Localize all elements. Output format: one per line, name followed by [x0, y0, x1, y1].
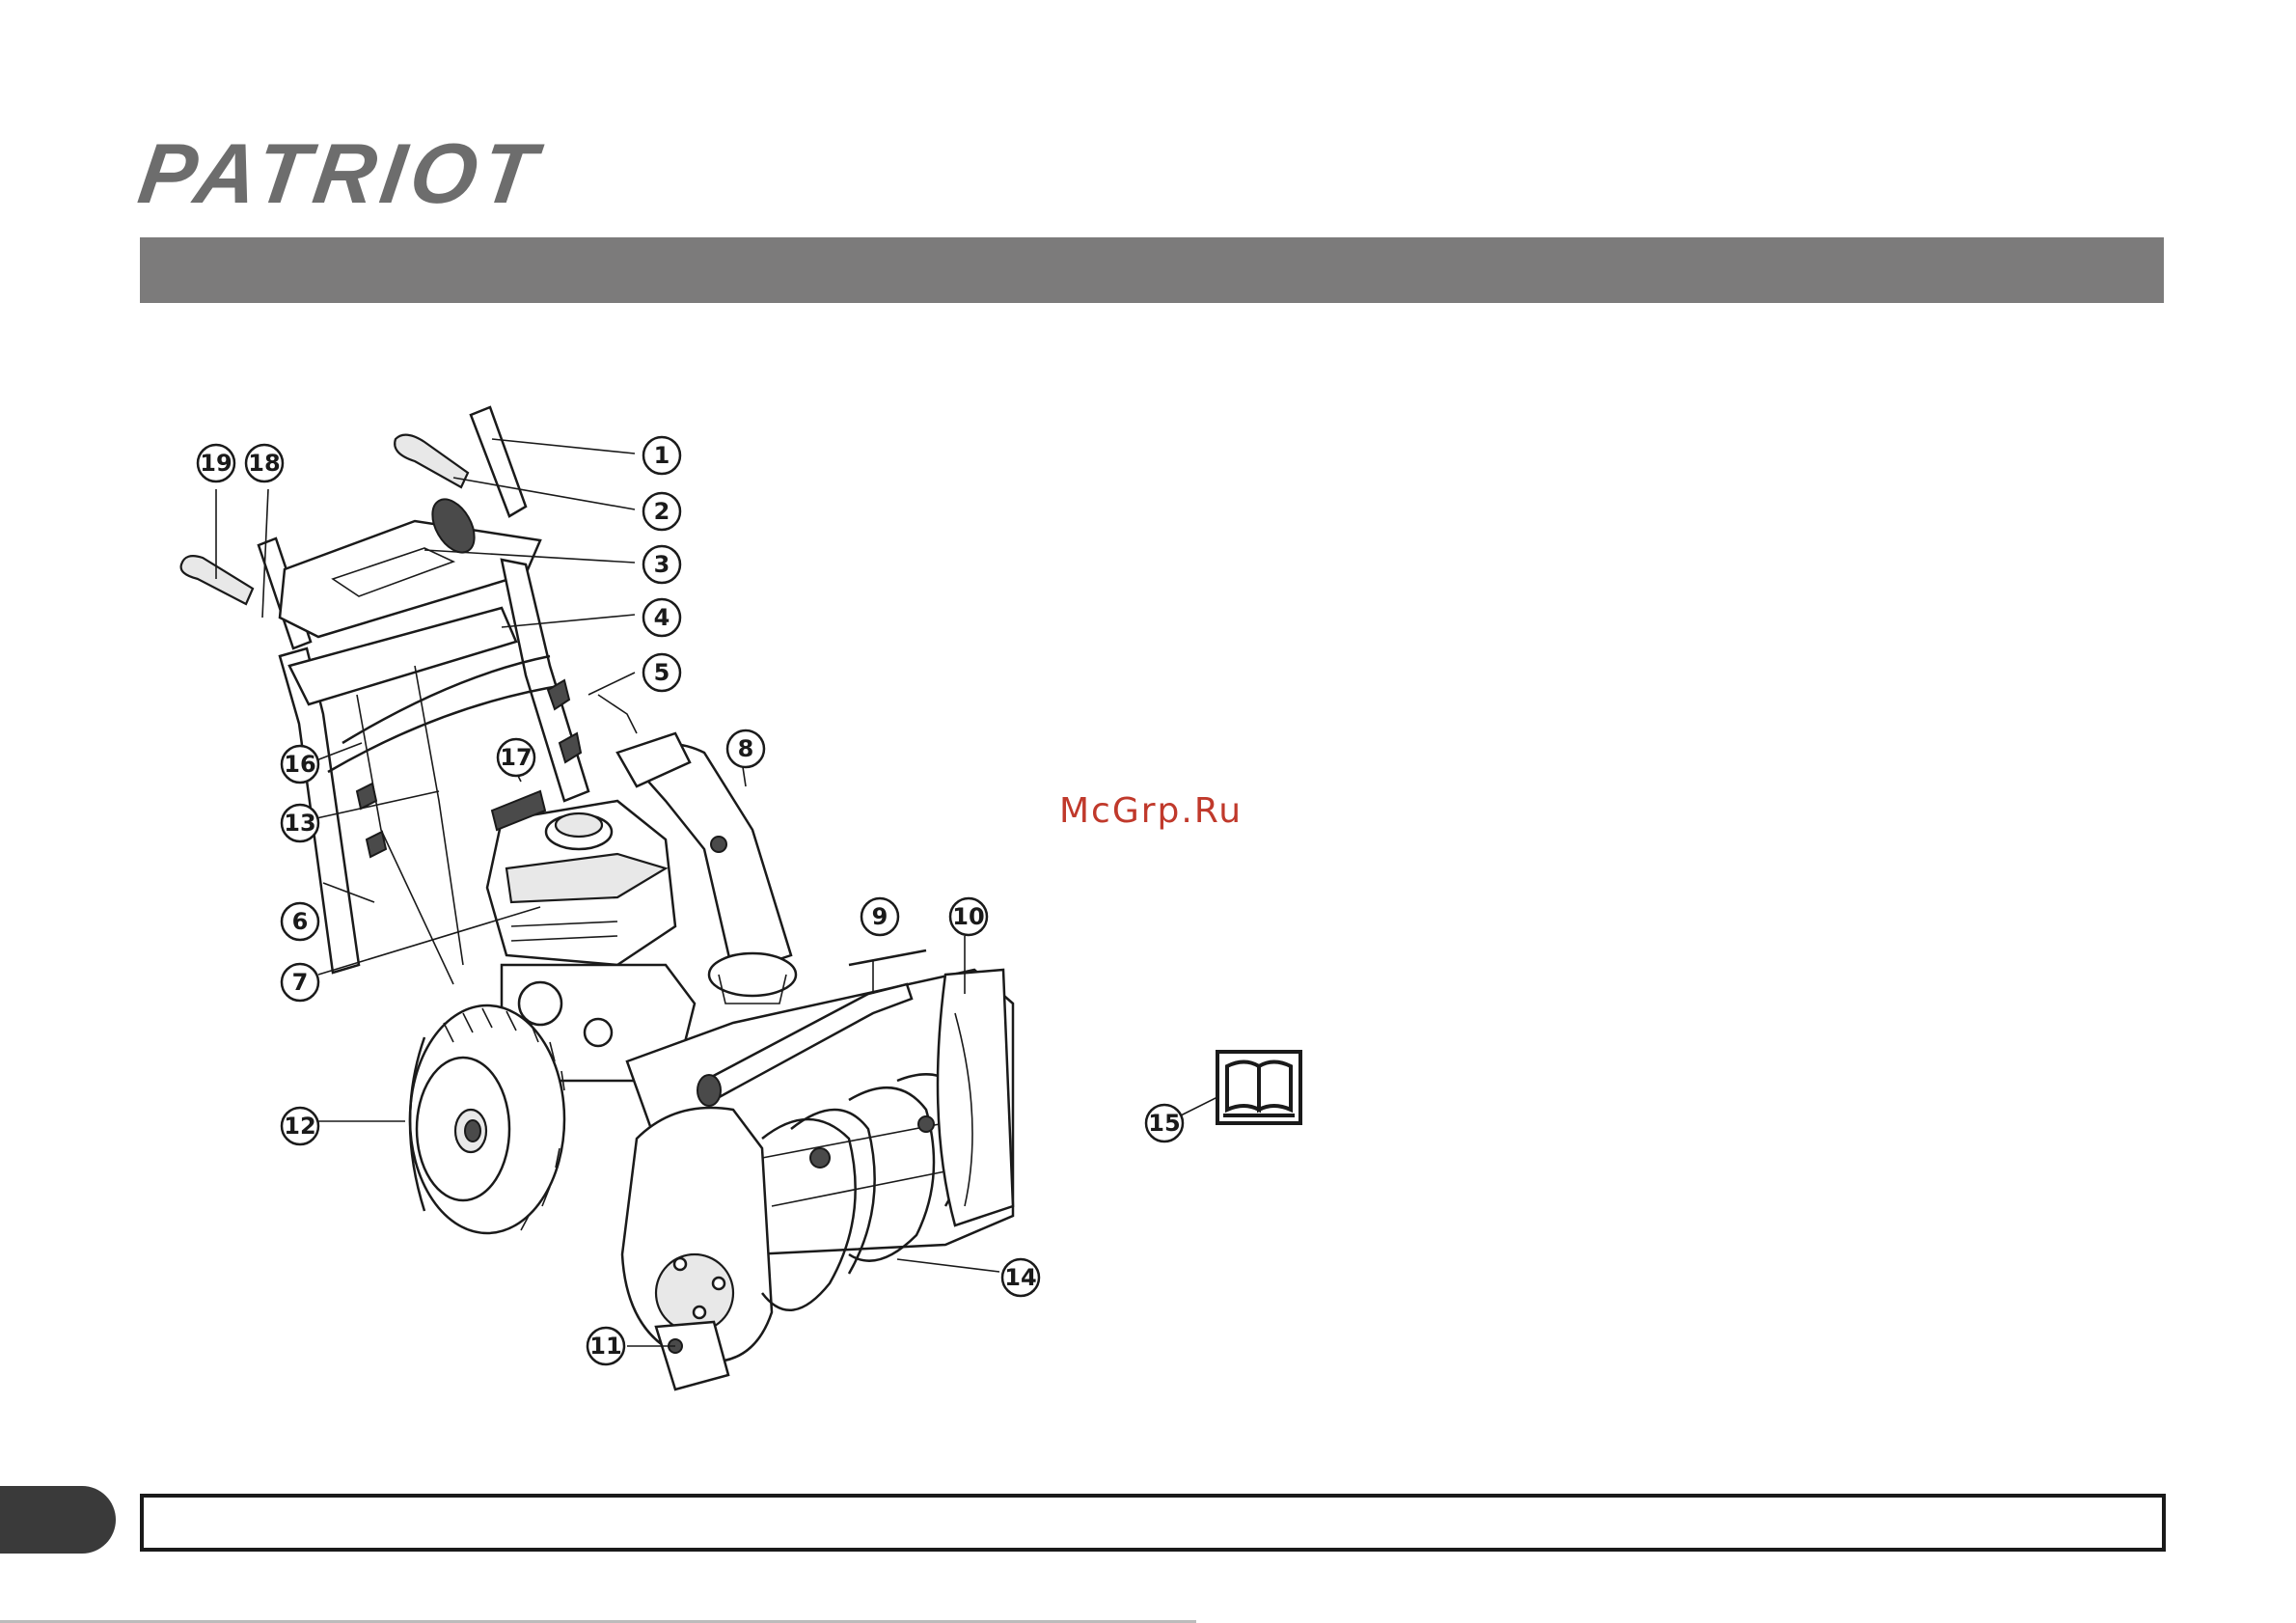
svg-text:3: 3	[654, 551, 670, 578]
callout-8: 8	[727, 730, 764, 767]
callout-13: 13	[282, 805, 318, 841]
svg-text:14: 14	[1004, 1264, 1036, 1291]
callout-14: 14	[1002, 1259, 1039, 1296]
svg-text:4: 4	[654, 604, 670, 631]
callout-11: 11	[588, 1328, 624, 1364]
callout-17: 17	[498, 739, 534, 776]
svg-text:11: 11	[589, 1333, 621, 1360]
svg-text:7: 7	[292, 969, 309, 996]
svg-text:2: 2	[654, 498, 670, 525]
svg-text:12: 12	[284, 1113, 315, 1140]
callout-12: 12	[282, 1108, 318, 1144]
callout-5: 5	[643, 654, 680, 691]
svg-text:18: 18	[248, 450, 280, 477]
svg-text:19: 19	[200, 450, 232, 477]
callout-7: 7	[282, 964, 318, 1001]
wheel	[410, 1005, 564, 1233]
callout-3: 3	[643, 546, 680, 583]
callout-16: 16	[282, 746, 318, 783]
svg-text:15: 15	[1148, 1110, 1180, 1137]
svg-text:1: 1	[654, 442, 670, 469]
callout-19: 19	[198, 445, 234, 481]
svg-text:16: 16	[284, 751, 315, 778]
svg-text:13: 13	[284, 810, 315, 837]
callout-2: 2	[643, 493, 680, 530]
callout-15: 15	[1146, 1105, 1183, 1142]
open-book-icon	[1217, 1052, 1300, 1123]
callout-6: 6	[282, 903, 318, 940]
footer-box	[140, 1494, 2166, 1552]
callout-18: 18	[246, 445, 283, 481]
svg-text:6: 6	[292, 908, 309, 935]
svg-text:10: 10	[952, 903, 984, 930]
callout-9: 9	[861, 898, 898, 935]
page-tab	[0, 1486, 116, 1554]
svg-text:9: 9	[872, 903, 888, 930]
svg-text:8: 8	[738, 735, 754, 762]
callout-10: 10	[950, 898, 987, 935]
callout-4: 4	[643, 599, 680, 636]
callout-1: 1	[643, 437, 680, 474]
svg-text:17: 17	[500, 744, 532, 771]
svg-text:5: 5	[654, 659, 670, 686]
